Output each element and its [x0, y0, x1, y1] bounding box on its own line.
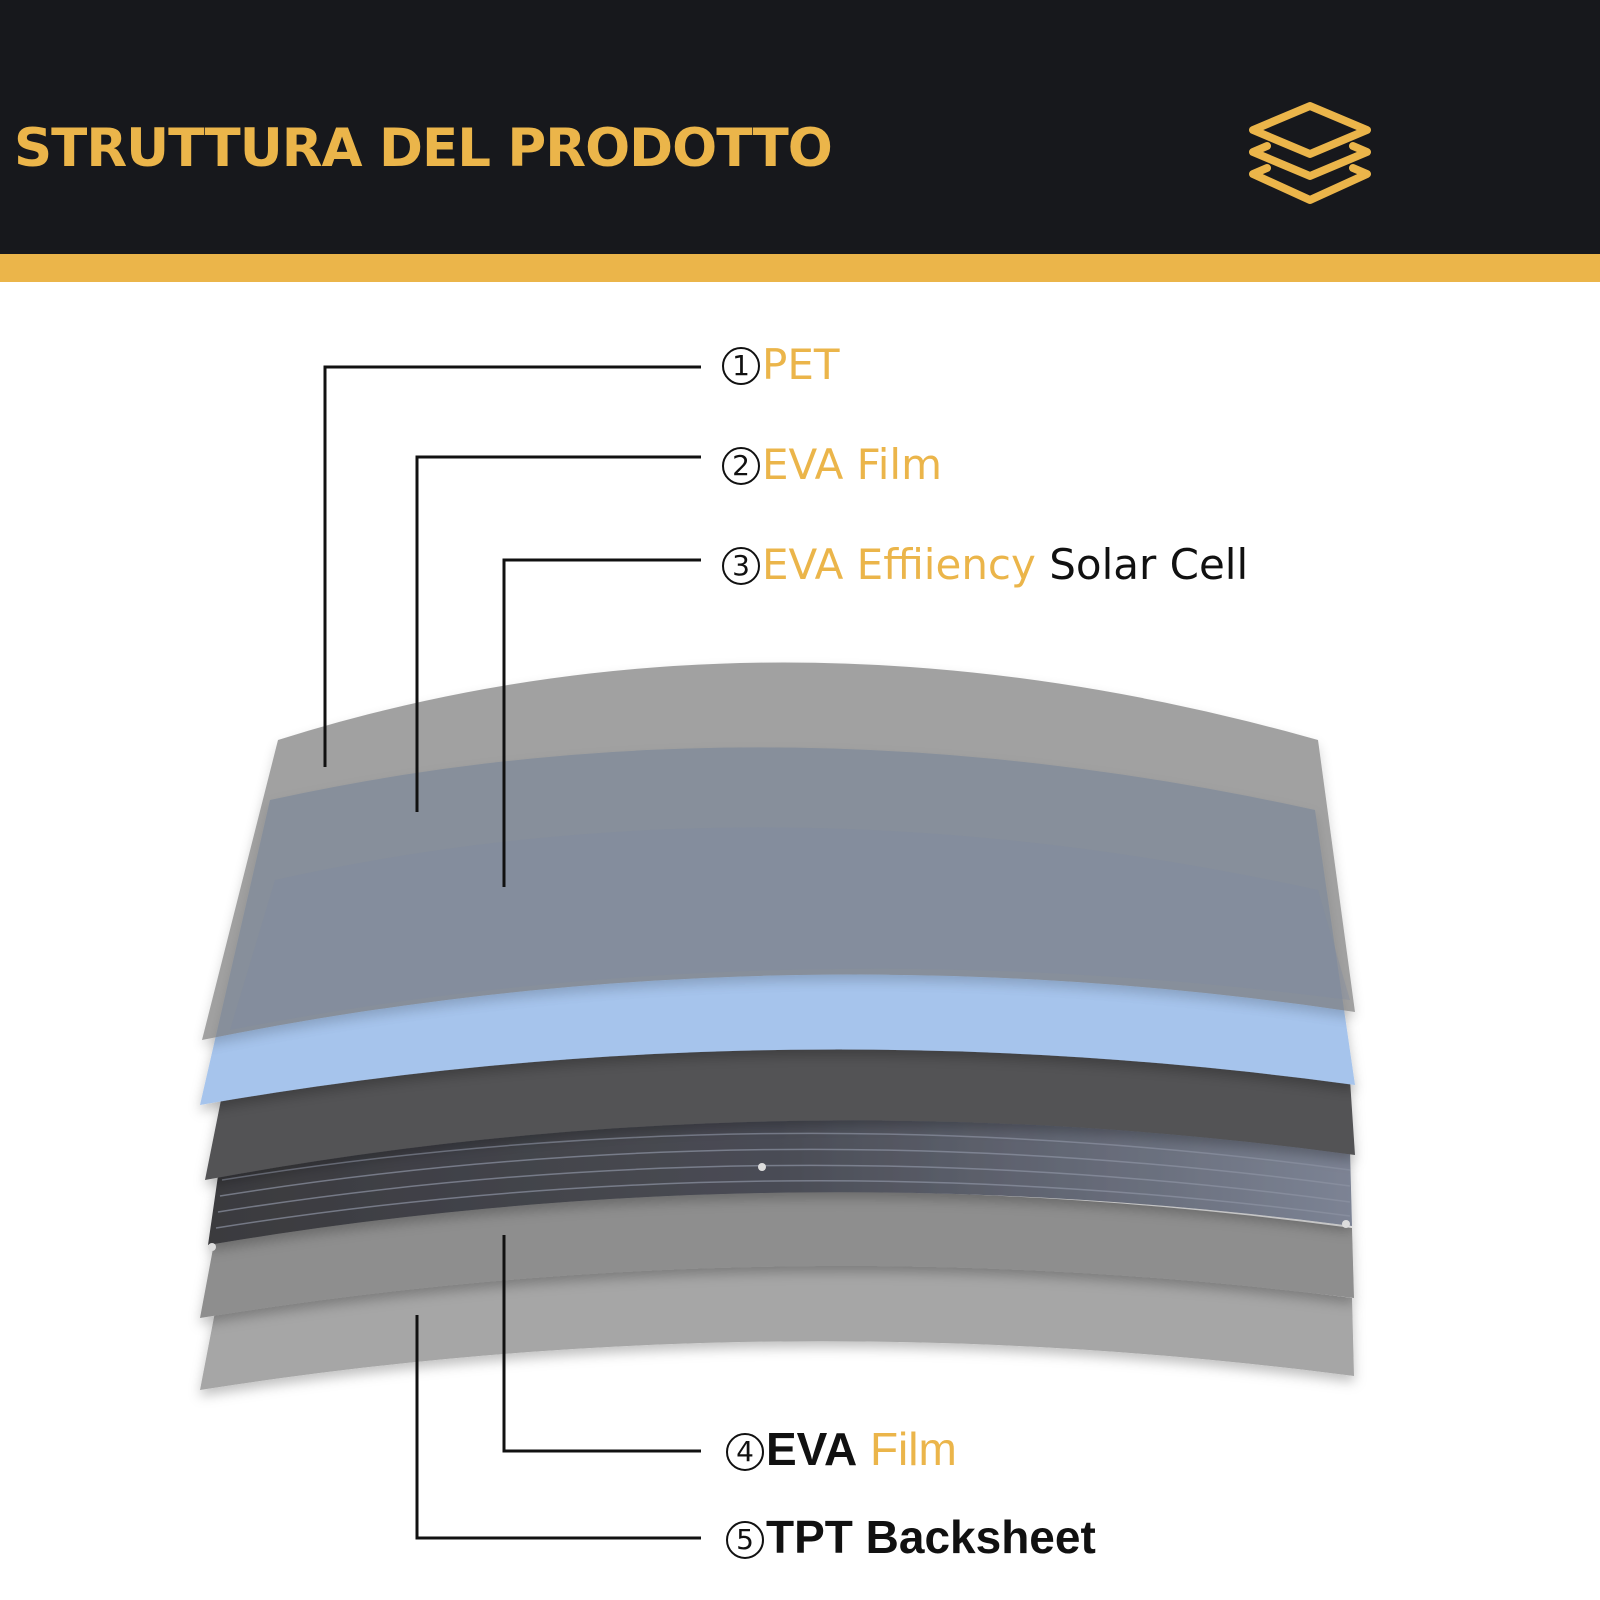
label-number-4: 4: [726, 1433, 764, 1471]
solar-cell-grid-lines: [215, 1132, 1351, 1229]
label-text: TPT Backsheet: [766, 1511, 1096, 1563]
layers-icon: [1249, 102, 1371, 204]
accent-bar: [0, 254, 1600, 282]
label-number-1: 1: [722, 347, 760, 385]
solar-cell-grommet-left: [208, 1243, 216, 1251]
label-text: EVA Effiiency: [762, 540, 1036, 589]
pet-layer-inner: [230, 827, 1350, 1030]
leader-line-5: [415, 1315, 701, 1540]
label-text: Film: [857, 1423, 957, 1475]
label-number-3: 3: [722, 547, 760, 585]
solar-cell-grommet-right: [1342, 1220, 1350, 1228]
label-text: PET: [762, 340, 840, 389]
eva-cell-top-layer: [205, 1040, 1355, 1180]
tpt-backsheet-layer: [200, 1262, 1354, 1390]
label-text: EVA Film: [762, 440, 943, 489]
eva-film-bottom-layer: [200, 1191, 1354, 1318]
label-number-5: 5: [726, 1521, 764, 1559]
leader-line-1: [323, 365, 701, 767]
header-banner: STRUTTURA DEL PRODOTTO: [0, 0, 1600, 254]
pet-layer: [202, 662, 1355, 1040]
label-number-2: 2: [722, 447, 760, 485]
solar-cell-grommet-center: [758, 1163, 766, 1171]
leader-lines: [323, 365, 701, 1540]
page-title: STRUTTURA DEL PRODOTTO: [14, 118, 833, 179]
leader-line-2: [415, 455, 701, 812]
leader-line-3: [502, 558, 701, 887]
label-text: Solar Cell: [1035, 540, 1249, 589]
label-text: EVA: [766, 1423, 858, 1475]
leader-line-4: [502, 1235, 701, 1453]
